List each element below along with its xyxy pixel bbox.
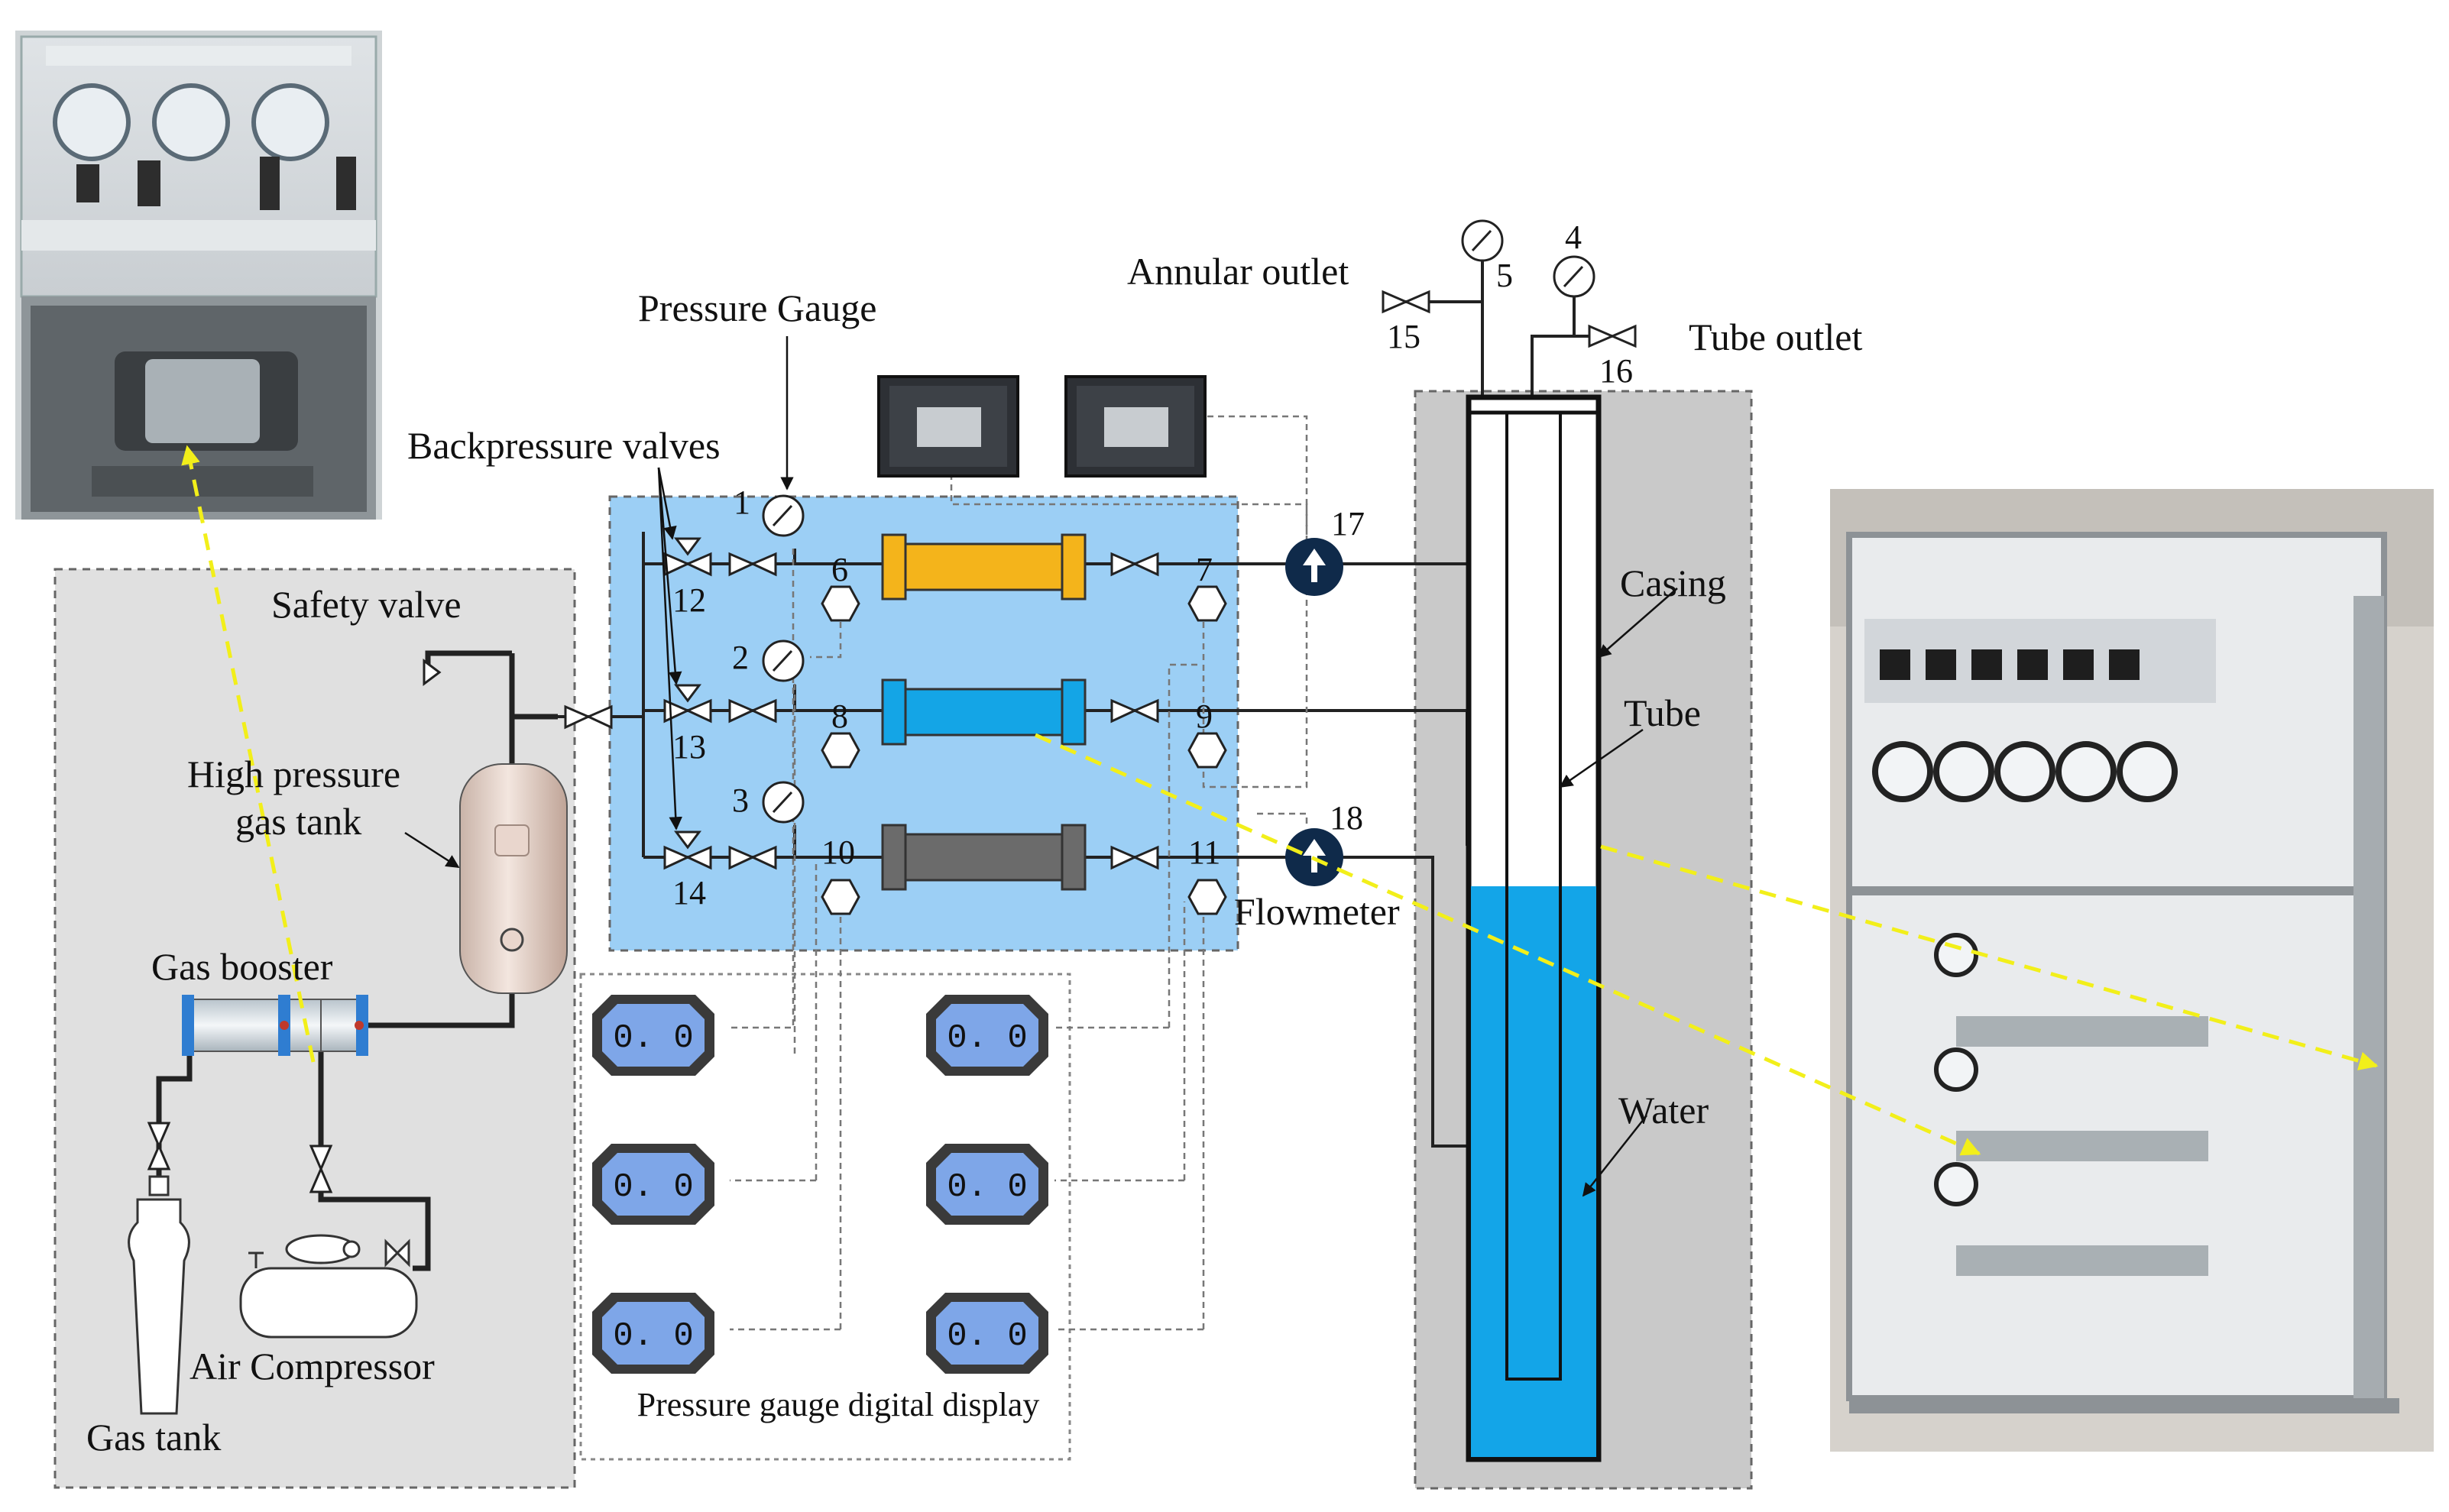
num-7: 7 bbox=[1196, 551, 1213, 588]
core-holder-1 bbox=[881, 533, 1087, 601]
label-tube: Tube bbox=[1624, 691, 1701, 734]
safety-valve bbox=[423, 659, 442, 686]
num-16: 16 bbox=[1599, 352, 1633, 390]
high-pressure-gas-tank bbox=[459, 763, 568, 994]
core-holder-2 bbox=[881, 678, 1087, 746]
num-1: 1 bbox=[734, 484, 750, 521]
num-17: 17 bbox=[1331, 505, 1365, 542]
gas-cylinder bbox=[128, 1175, 190, 1415]
label-digital-display: Pressure gauge digital display bbox=[637, 1386, 1040, 1423]
component-numbers: 1 2 3 4 5 6 7 8 9 10 11 12 13 14 15 16 1… bbox=[672, 219, 1633, 911]
label-gas-tank: Gas tank bbox=[86, 1416, 221, 1459]
diagram-labels: Pressure Gauge Backpressure valves Safet… bbox=[86, 250, 1862, 1459]
label-gas-tank-hp: gas tank bbox=[235, 800, 361, 843]
display-2-value: 0. 0 bbox=[613, 1168, 694, 1206]
num-12: 12 bbox=[672, 581, 706, 619]
digital-display-1: 0. 0 bbox=[592, 995, 714, 1076]
display-4-value: 0. 0 bbox=[947, 1019, 1028, 1057]
label-backpressure-valves: Backpressure valves bbox=[407, 424, 721, 467]
num-4: 4 bbox=[1565, 219, 1582, 256]
label-annular-outlet: Annular outlet bbox=[1127, 250, 1349, 293]
digital-display-2: 0. 0 bbox=[592, 1144, 714, 1225]
wellbore-casing bbox=[1466, 394, 1602, 1462]
gas-booster bbox=[182, 995, 368, 1056]
monitor-1 bbox=[877, 375, 1019, 478]
num-13: 13 bbox=[672, 728, 706, 766]
pressure-transducers bbox=[821, 585, 1227, 915]
booster-cabinet-photo bbox=[15, 31, 382, 520]
num-3: 3 bbox=[732, 782, 749, 819]
label-tube-outlet: Tube outlet bbox=[1689, 316, 1862, 358]
display-6-value: 0. 0 bbox=[947, 1317, 1028, 1355]
photo-reference-arrows bbox=[181, 445, 2379, 1156]
num-10: 10 bbox=[821, 834, 855, 871]
label-air-compressor: Air Compressor bbox=[190, 1345, 435, 1387]
pressure-gauges bbox=[762, 219, 1595, 824]
label-high-pressure: High pressure bbox=[187, 753, 400, 795]
digital-display-5: 0. 0 bbox=[926, 1144, 1048, 1225]
digital-display-6: 0. 0 bbox=[926, 1293, 1048, 1374]
num-8: 8 bbox=[831, 698, 848, 735]
display-3-value: 0. 0 bbox=[613, 1317, 694, 1355]
label-casing: Casing bbox=[1620, 562, 1726, 604]
display-5-value: 0. 0 bbox=[947, 1168, 1028, 1206]
wellbore-tube bbox=[1505, 411, 1562, 1381]
label-flowmeter: Flowmeter bbox=[1234, 890, 1400, 933]
signal-wires bbox=[730, 415, 1308, 1331]
label-gas-booster: Gas booster bbox=[151, 945, 333, 988]
rig-photo bbox=[1830, 489, 2434, 1452]
num-9: 9 bbox=[1196, 698, 1213, 735]
label-safety-valve: Safety valve bbox=[271, 583, 462, 626]
num-5: 5 bbox=[1496, 257, 1513, 294]
num-11: 11 bbox=[1188, 834, 1220, 871]
monitor-2 bbox=[1064, 375, 1207, 478]
num-14: 14 bbox=[672, 874, 706, 911]
digital-display-3: 0. 0 bbox=[592, 1293, 714, 1374]
num-6: 6 bbox=[831, 551, 848, 588]
num-18: 18 bbox=[1330, 799, 1363, 837]
digital-display-4: 0. 0 bbox=[926, 995, 1048, 1076]
valves bbox=[147, 290, 1637, 1193]
num-15: 15 bbox=[1387, 318, 1420, 355]
display-1-value: 0. 0 bbox=[613, 1019, 694, 1057]
label-water: Water bbox=[1618, 1089, 1709, 1132]
air-compressor bbox=[239, 1234, 418, 1339]
num-2: 2 bbox=[732, 639, 749, 676]
core-holder-3 bbox=[881, 824, 1087, 891]
leader-lines bbox=[404, 336, 1678, 1197]
flowmeter-17 bbox=[1285, 538, 1343, 596]
label-pressure-gauge: Pressure Gauge bbox=[638, 287, 876, 329]
